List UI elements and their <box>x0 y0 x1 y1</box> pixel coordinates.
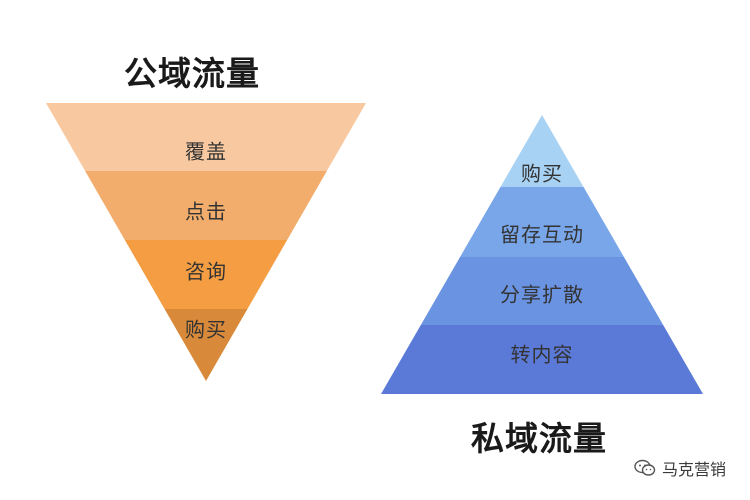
pyramid-layer-2 <box>460 187 624 257</box>
funnel-label-3: 咨询 <box>185 259 227 284</box>
pyramid-layer-1 <box>500 115 584 187</box>
funnel-label-4: 购买 <box>185 317 227 342</box>
left-funnel-title: 公域流量 <box>124 54 260 93</box>
funnel-layer-2 <box>85 171 327 240</box>
pyramid-layer-4 <box>381 325 703 394</box>
right-pyramid-title: 私域流量 <box>471 419 607 458</box>
funnel-layer-1 <box>46 103 366 171</box>
pyramid-layer-3 <box>420 257 664 325</box>
funnel-label-1: 覆盖 <box>185 139 227 164</box>
pyramid-label-4: 转内容 <box>510 342 574 367</box>
wechat-icon <box>634 459 656 476</box>
funnel-layer-4 <box>164 309 248 381</box>
funnel-layer-3 <box>124 240 288 309</box>
pyramid-label-3: 分享扩散 <box>500 282 584 307</box>
funnel-label-2: 点击 <box>185 199 227 224</box>
pyramid-label-2: 留存互动 <box>500 222 584 247</box>
watermark: 马克营销 <box>634 456 726 480</box>
watermark-text: 马克营销 <box>661 460 726 479</box>
pyramid-label-1: 购买 <box>521 161 563 186</box>
